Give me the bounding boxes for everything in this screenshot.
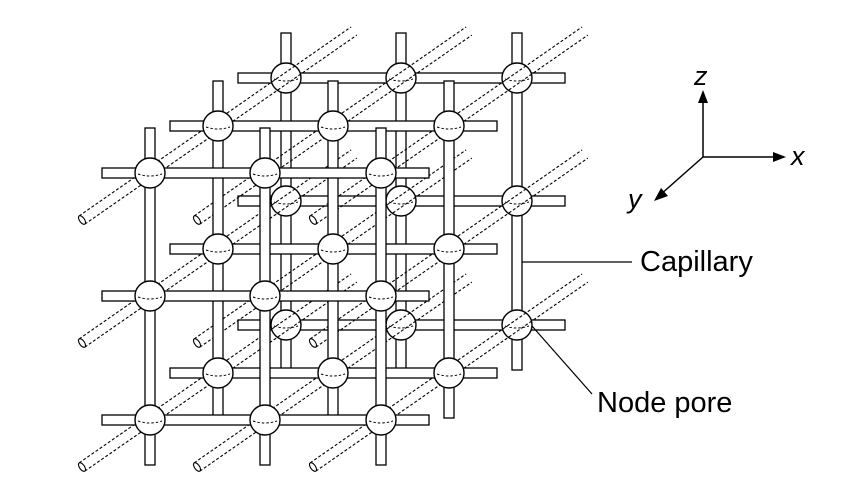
node-pore-leader-line <box>531 325 593 395</box>
node-pore-label: Node pore <box>597 387 733 419</box>
node-pore <box>501 62 533 94</box>
x-axis-arrow <box>773 152 786 162</box>
node-pore <box>365 280 397 312</box>
z-axis-arrow <box>698 90 708 103</box>
lattice-layer <box>237 32 566 371</box>
node-pore <box>270 309 302 341</box>
node-pore <box>385 185 417 217</box>
node-pore <box>385 309 417 341</box>
node-pore <box>365 157 397 189</box>
node-pore <box>365 404 397 436</box>
y-axis-arrow <box>654 188 668 201</box>
node-pore <box>317 110 349 142</box>
node-pore <box>249 404 281 436</box>
node-pore <box>433 110 465 142</box>
y-axis-label: y <box>628 184 642 214</box>
node-pore <box>270 62 302 94</box>
axes-indicator <box>654 90 786 201</box>
node-pore <box>202 233 234 265</box>
lattice-layer <box>101 127 430 466</box>
node-pore <box>385 62 417 94</box>
node-pore <box>249 157 281 189</box>
lattice-layer <box>169 80 498 419</box>
z-axis-label: z <box>694 61 708 91</box>
node-pore <box>317 233 349 265</box>
capillary-label: Capillary <box>640 246 753 278</box>
node-pore <box>202 110 234 142</box>
node-pore <box>134 404 166 436</box>
node-pore <box>433 233 465 265</box>
node-pore <box>501 309 533 341</box>
x-axis-label: x <box>791 141 805 171</box>
node-pore <box>249 280 281 312</box>
node-pore <box>433 357 465 389</box>
node-pore <box>270 185 302 217</box>
node-pore <box>501 185 533 217</box>
node-pore <box>317 357 349 389</box>
node-pore <box>202 357 234 389</box>
node-pore <box>134 157 166 189</box>
node-pore <box>134 280 166 312</box>
